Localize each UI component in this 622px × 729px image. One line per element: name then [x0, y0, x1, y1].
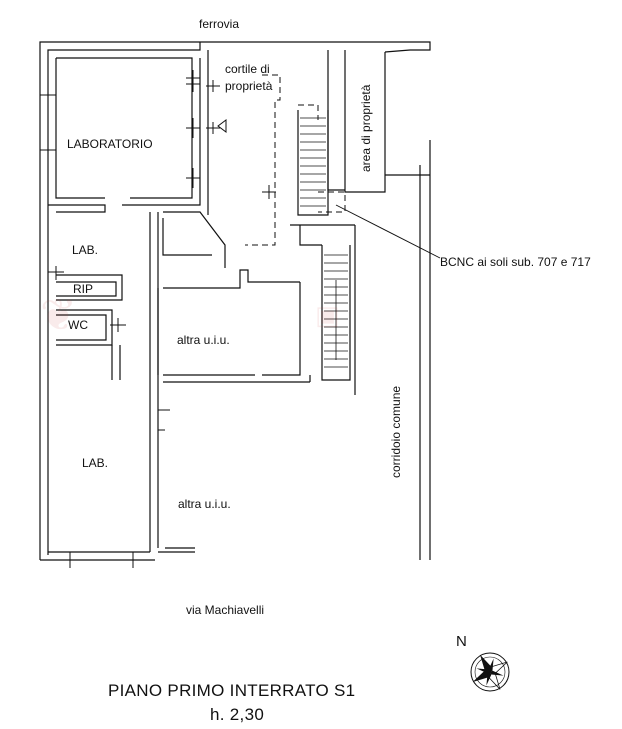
mid-room-b: [162, 218, 212, 256]
wc-box: [56, 309, 113, 346]
wc-box-inner: [56, 314, 107, 341]
label-laboratorio: LABORATORIO: [67, 137, 153, 151]
north-compass-icon: [470, 652, 510, 692]
rip-box-inner: [56, 281, 117, 297]
stair-treads-lower: [324, 254, 348, 368]
label-altra-uiu-1: altra u.i.u.: [177, 333, 230, 347]
label-rip: RIP: [73, 282, 94, 296]
label-north: N: [456, 633, 467, 650]
outer-wall-inner: [47, 42, 201, 555]
label-lab-small: LAB.: [72, 243, 99, 257]
watermark: ❦: [40, 291, 77, 340]
rip-box: [56, 274, 123, 301]
plan-height: h. 2,30: [210, 705, 265, 724]
watermark-2: ▣: [315, 300, 340, 330]
area-box: [344, 50, 386, 193]
label-altra-uiu-2: altra u.i.u.: [178, 497, 231, 511]
window-ticks: [40, 70, 276, 568]
laboratorio-wall: [56, 57, 193, 199]
label-wc: WC: [68, 318, 88, 332]
bcnc-leader: [335, 204, 441, 259]
outer-wall: [39, 41, 431, 560]
triangle-marker: [217, 119, 227, 133]
lower-stair-wall: [299, 225, 322, 246]
mid-room: [163, 211, 226, 268]
label-lab-big: LAB.: [82, 456, 109, 470]
label-area-proprieta: area di proprietà: [359, 84, 373, 172]
lower-stair-frame: [321, 245, 351, 381]
plan-title: PIANO PRIMO INTERRATO S1: [108, 681, 356, 700]
laboratorio-outer2: [122, 58, 201, 206]
laboratorio-outer: [48, 204, 106, 213]
label-ferrovia: ferrovia: [199, 17, 240, 31]
altra-top: [163, 269, 300, 289]
altra-1-right: [262, 282, 301, 376]
stair-treads-upper: [300, 117, 326, 207]
label-cortile-line2: proprietà: [225, 79, 273, 93]
label-bcnc: BCNC ai soli sub. 707 e 717: [440, 255, 591, 269]
walls: [39, 41, 431, 561]
label-corridoio: corridoio comune: [389, 385, 403, 478]
label-cortile-line1: cortile di: [225, 62, 270, 76]
bcnc-boundary: [245, 74, 346, 246]
laboratorio-wall2: [55, 58, 105, 199]
right-col: [327, 50, 345, 191]
label-via: via Machiavelli: [186, 603, 265, 617]
